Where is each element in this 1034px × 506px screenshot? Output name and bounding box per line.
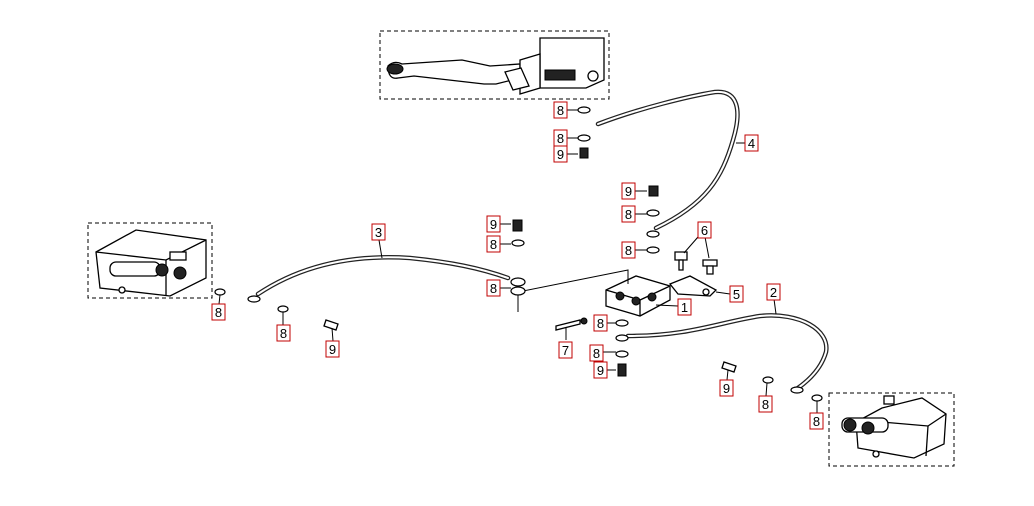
svg-text:3: 3 — [375, 225, 382, 240]
master-cylinder-frame — [379, 30, 610, 100]
callout-4: 4 — [744, 134, 759, 152]
callout-labels: 1 2 3 4 5 6 7 8 8 9 9 8 8 9 8 8 8 8 9 8 … — [211, 101, 824, 430]
svg-text:9: 9 — [557, 147, 564, 162]
callout-8: 8 — [211, 303, 226, 321]
svg-text:7: 7 — [562, 343, 569, 358]
svg-text:8: 8 — [490, 237, 497, 252]
svg-text:1: 1 — [681, 300, 688, 315]
right-caliper-frame — [828, 392, 955, 467]
callout-8: 8 — [809, 412, 824, 430]
callout-9: 9 — [553, 145, 568, 163]
svg-text:8: 8 — [215, 305, 222, 320]
brake-hoses — [255, 89, 829, 391]
callout-8: 8 — [276, 324, 291, 342]
junction-block-assembly — [517, 251, 718, 331]
svg-text:2: 2 — [770, 285, 777, 300]
svg-text:8: 8 — [557, 131, 564, 146]
callout-8: 8 — [553, 101, 568, 119]
svg-text:8: 8 — [490, 281, 497, 296]
callout-3: 3 — [371, 223, 386, 241]
svg-text:8: 8 — [625, 243, 632, 258]
callout-8: 8 — [486, 235, 501, 253]
callout-8: 8 — [553, 129, 568, 147]
callout-8: 8 — [621, 241, 636, 259]
svg-text:9: 9 — [723, 381, 730, 396]
callout-8: 8 — [758, 395, 773, 413]
callout-9: 9 — [621, 182, 636, 200]
callout-1: 1 — [677, 298, 692, 316]
svg-text:8: 8 — [593, 346, 600, 361]
svg-text:9: 9 — [490, 217, 497, 232]
hose-3 — [255, 255, 511, 297]
svg-text:9: 9 — [597, 363, 604, 378]
svg-text:4: 4 — [748, 136, 755, 151]
svg-text:8: 8 — [625, 207, 632, 222]
master-cylinder-assembly — [379, 30, 610, 100]
svg-text:8: 8 — [597, 316, 604, 331]
svg-text:8: 8 — [557, 103, 564, 118]
callout-8: 8 — [593, 314, 608, 332]
right-caliper-assembly — [828, 392, 955, 467]
callout-6: 6 — [697, 221, 712, 239]
callout-8: 8 — [621, 205, 636, 223]
callout-8: 8 — [589, 344, 604, 362]
callout-9: 9 — [486, 215, 501, 233]
leader-lines — [218, 109, 818, 413]
svg-text:8: 8 — [813, 414, 820, 429]
left-caliper-assembly — [87, 222, 213, 299]
left-caliper-frame — [87, 222, 213, 299]
callout-2: 2 — [766, 283, 781, 301]
callout-8: 8 — [486, 279, 501, 297]
callout-9: 9 — [593, 361, 608, 379]
svg-text:8: 8 — [280, 326, 287, 341]
svg-text:9: 9 — [625, 184, 632, 199]
callout-9: 9 — [719, 379, 734, 397]
svg-text:5: 5 — [733, 287, 740, 302]
callout-9: 9 — [325, 340, 340, 358]
svg-text:8: 8 — [762, 397, 769, 412]
callout-5: 5 — [729, 285, 744, 303]
callout-7: 7 — [558, 341, 573, 359]
svg-text:6: 6 — [701, 223, 708, 238]
hose-4 — [595, 89, 740, 231]
svg-text:9: 9 — [329, 342, 336, 357]
